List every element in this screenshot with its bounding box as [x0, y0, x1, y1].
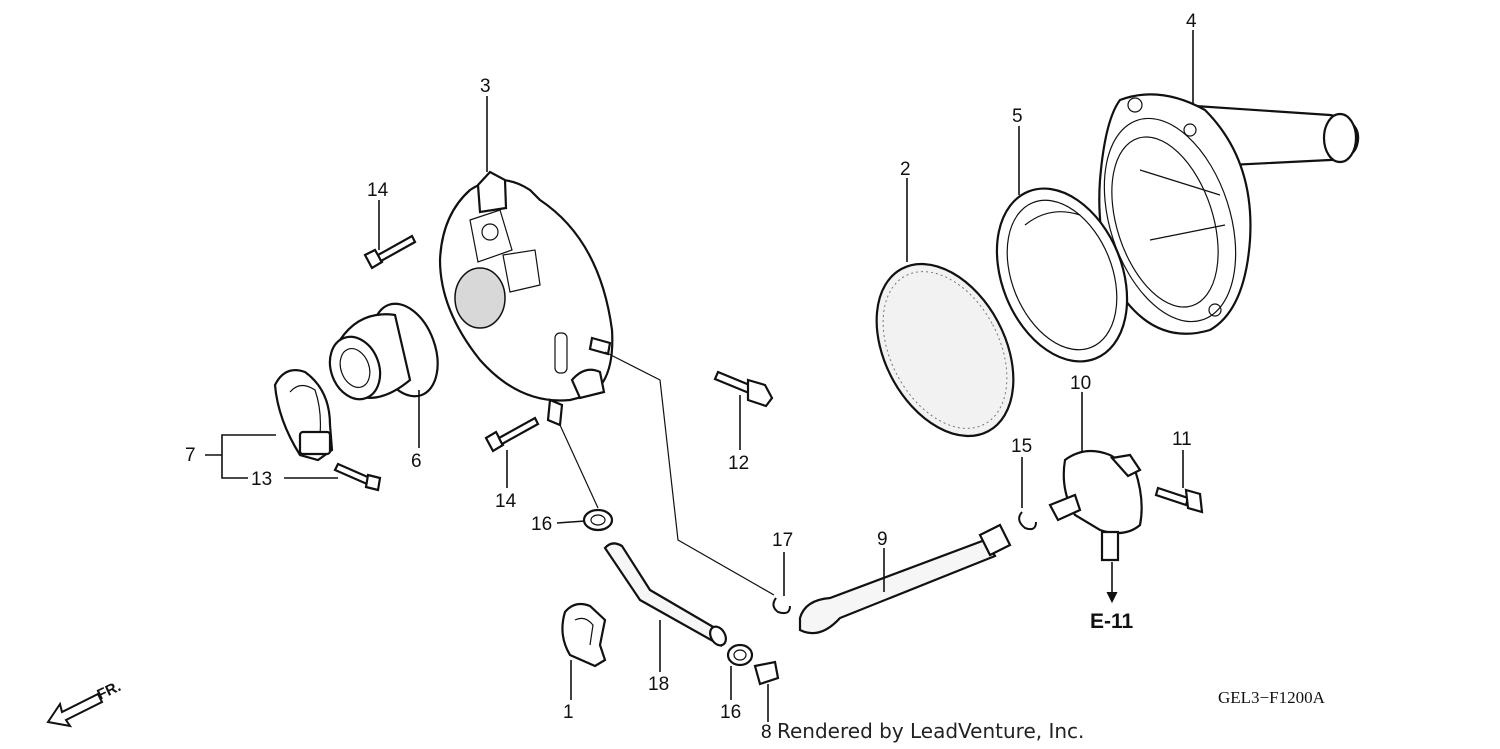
reference-e11[interactable]: E-11 [1090, 610, 1134, 633]
part-8-cap[interactable] [753, 660, 780, 686]
callout-14-lower: 14 [495, 491, 517, 512]
callout-8: 8 [761, 722, 772, 743]
callout-9: 9 [877, 529, 888, 550]
part-12-bolt[interactable] [713, 370, 774, 408]
front-direction-arrow: FR. [46, 678, 124, 728]
callout-13: 13 [251, 469, 272, 490]
callout-16-upper: 16 [531, 514, 552, 535]
part-14-screw-lower[interactable] [484, 416, 540, 453]
part-3-cleaner-cover[interactable] [438, 170, 614, 427]
callout-17: 17 [772, 530, 793, 551]
part-11-bolt[interactable] [1154, 486, 1204, 514]
part-14-screw-upper[interactable] [363, 234, 417, 270]
diagram-code: GEL3−F1200A [1218, 688, 1326, 707]
callout-12: 12 [728, 453, 749, 474]
callout-5: 5 [1012, 106, 1023, 127]
part-7-tube-band[interactable] [273, 369, 334, 462]
callout-7: 7 [185, 445, 196, 466]
callout-labels: 1 2 3 4 5 6 7 8 9 10 11 12 13 14 14 15 1… [185, 11, 1197, 743]
part-18-drain-tube[interactable] [603, 542, 729, 648]
render-credit: Rendered by LeadVenture, Inc. [777, 719, 1084, 743]
part-15-clip[interactable] [1018, 511, 1037, 531]
part-13-screw[interactable] [333, 462, 382, 492]
part-16-hose-clip-lower[interactable] [726, 643, 754, 667]
front-direction-label: FR. [95, 678, 124, 704]
callout-10: 10 [1070, 373, 1091, 394]
part-10-breather-chamber[interactable] [1048, 449, 1143, 562]
part-17-clip[interactable] [772, 597, 791, 615]
callout-16-lower: 16 [720, 702, 741, 723]
part-5-seal-ring[interactable] [973, 169, 1152, 381]
callout-3: 3 [480, 76, 491, 97]
callout-1: 1 [563, 702, 574, 723]
part-2-filter-element[interactable] [849, 241, 1041, 460]
callout-11: 11 [1172, 429, 1192, 450]
part-1-tube-clamp[interactable] [561, 602, 607, 668]
callout-18: 18 [648, 674, 669, 695]
callout-2: 2 [900, 159, 911, 180]
callout-4: 4 [1186, 11, 1197, 32]
leader-lines [205, 30, 1194, 722]
part-4-air-cleaner-case[interactable] [1080, 93, 1360, 338]
part-6-connecting-tube[interactable] [322, 295, 450, 407]
part-9-breather-tube[interactable] [798, 523, 1012, 635]
callout-14-upper: 14 [367, 180, 389, 201]
callout-15: 15 [1011, 436, 1032, 457]
part-16-hose-clip-upper[interactable] [582, 508, 614, 532]
callout-6: 6 [411, 451, 422, 472]
